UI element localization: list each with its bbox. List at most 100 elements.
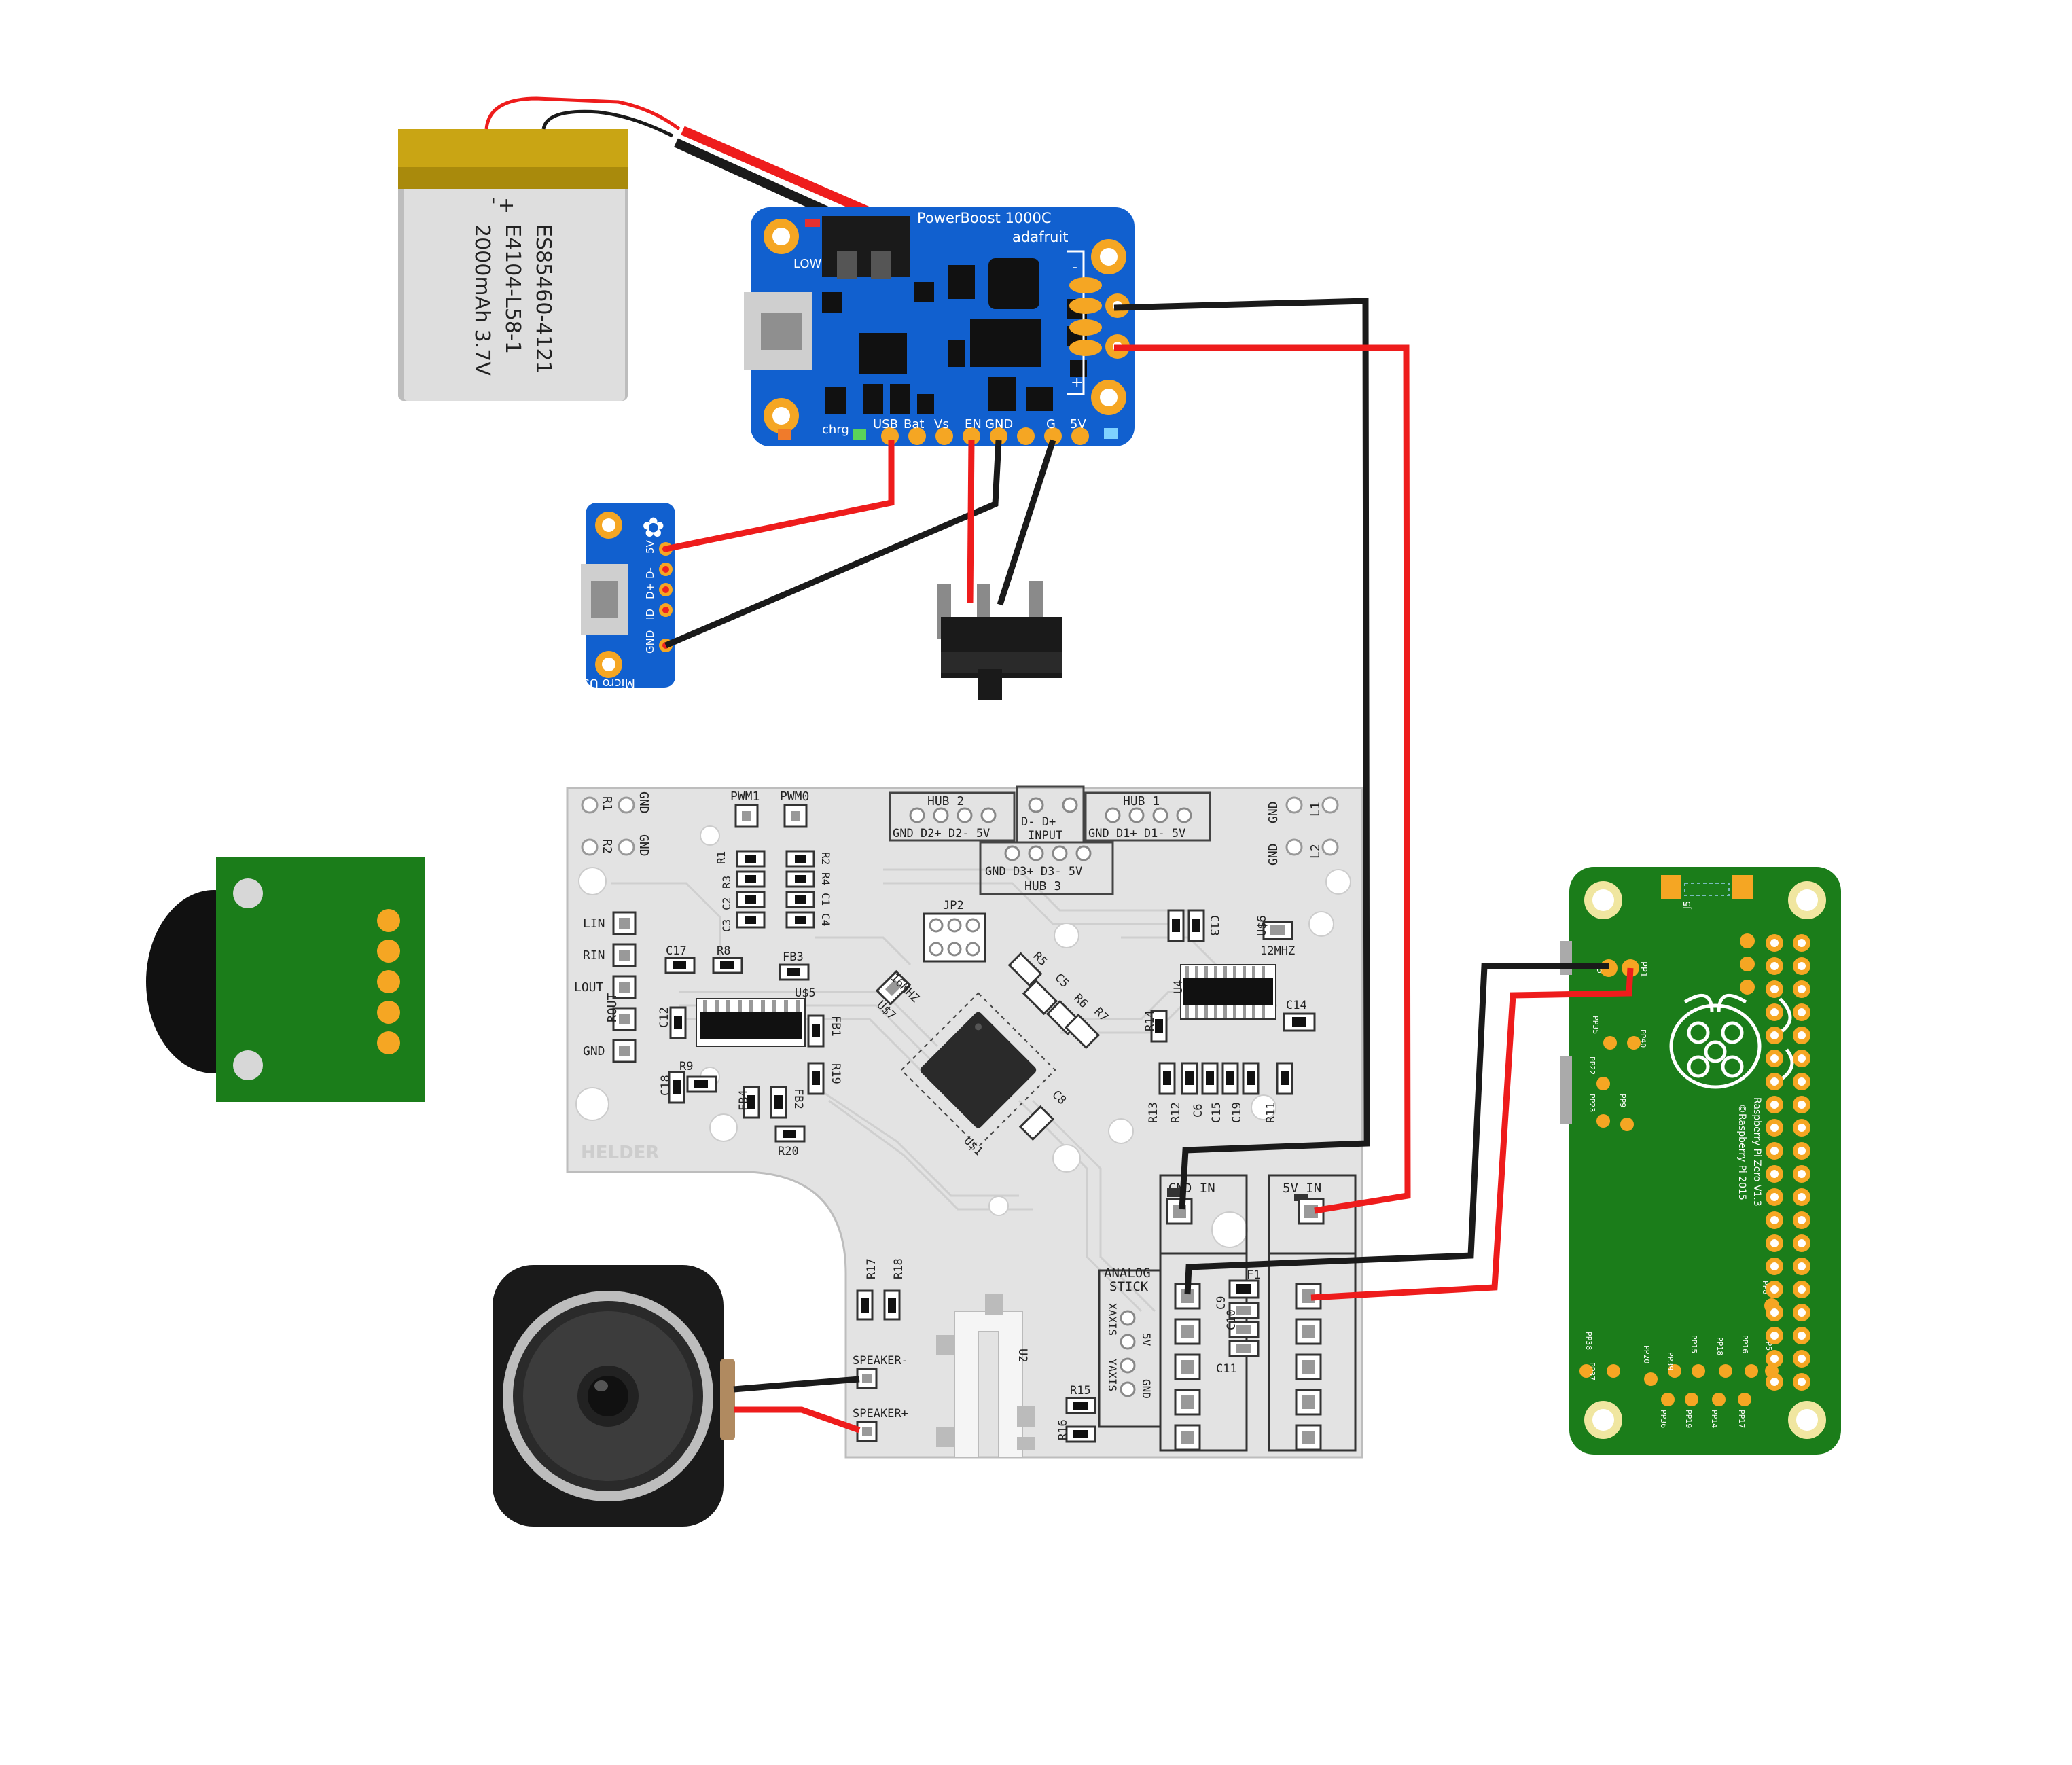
usb-pin-dplus: D+ (644, 583, 656, 599)
main-controller-pcb: R1 GND R2 GND PWM1 PWM0 HUB 2 GND D2+ D2… (566, 785, 1363, 1459)
pi-test-pad (1740, 933, 1755, 948)
gpio-pin-hole (1798, 1170, 1806, 1178)
gpio-pin-hole (1798, 1147, 1806, 1155)
audio-rin: RIN (583, 948, 605, 963)
audio-pads (612, 911, 637, 1063)
joystick-module (146, 857, 425, 1102)
pcb-label-gnd-2: GND (637, 834, 651, 857)
pi-pp35: PP35 (1591, 1016, 1600, 1034)
part-c10: C10 (1225, 1309, 1238, 1330)
pi-pp1: PP1 (1638, 961, 1648, 978)
powerboost-pin-bat: Bat (904, 417, 924, 431)
gpio-pin-hole (1770, 1008, 1779, 1016)
part-12mhz: 12MHZ (1260, 944, 1295, 958)
part-u5: U$5 (795, 986, 816, 1000)
part-fb2: FB2 (791, 1088, 805, 1109)
pcb-c1: C1 (819, 893, 832, 906)
analog-yaxis: YAXIS (1106, 1359, 1119, 1391)
battery-label-1: ES85460-4121 (531, 224, 555, 374)
pi-pp19: PP19 (1684, 1410, 1693, 1428)
pi-pp9: PP9 (1618, 1094, 1627, 1107)
usb-pin-5v: 5V (644, 539, 656, 554)
powerboost-chrg: chrg (822, 423, 849, 437)
gpio-pin-hole (1798, 1355, 1806, 1363)
pcb-c3: C3 (720, 919, 733, 932)
part-r9: R9 (679, 1060, 693, 1073)
gpio-pin-hole (1798, 1216, 1806, 1224)
part-c12: C12 (658, 1007, 671, 1028)
pi-corner-6: 6 (1596, 965, 1602, 976)
battery-minus: - (482, 197, 506, 204)
speaker-wire-black (733, 1376, 860, 1393)
pi-pp14: PP14 (1710, 1410, 1719, 1428)
gpio-pin-hole (1770, 1170, 1779, 1178)
gpio-pin-hole (1770, 1216, 1779, 1224)
part-c6: C6 (1192, 1104, 1205, 1118)
powerboost-title: PowerBoost 1000C (917, 210, 1052, 226)
hub1-title: HUB 1 (1123, 794, 1160, 808)
analog-label-2: STICK (1109, 1279, 1149, 1294)
pcb-c2: C2 (720, 897, 733, 910)
pcb-pwm0: PWM0 (780, 789, 809, 804)
battery-wire-red (681, 126, 892, 226)
powerboost-plus: + (1071, 374, 1083, 391)
wire-pcb-5v-pi (1310, 967, 1634, 1301)
pcb-label-r1: R1 (600, 796, 614, 811)
gpio-pin-hole (1770, 1262, 1779, 1270)
part-u6: U$6 (1255, 915, 1269, 936)
part-r13: R13 (1147, 1102, 1160, 1123)
pcb-right-gnd-2: GND (1266, 843, 1281, 866)
gpio-pin-hole (1798, 1101, 1806, 1109)
pcb-right-l1: L1 (1308, 802, 1323, 817)
gpio-pin-hole (1798, 1308, 1806, 1317)
part-fb4: FB4 (737, 1090, 751, 1111)
gpio-pin-hole (1770, 1332, 1779, 1340)
part-r17: R17 (865, 1258, 878, 1279)
powerboost-pin-row (881, 427, 1089, 445)
speaker-minus-label: SPEAKER- (853, 1354, 908, 1368)
input-title: INPUT (1028, 829, 1062, 842)
mcu-u1 (900, 992, 1056, 1148)
pcb-pwm1: PWM1 (730, 789, 760, 804)
gpio-pin-hole (1798, 939, 1806, 947)
part-r8: R8 (717, 944, 730, 958)
wire-pcb-gnd-pi (1184, 963, 1609, 1295)
pi-test-pad (1740, 957, 1755, 971)
usb-pin-dminus: D- (644, 567, 656, 579)
part-c17: C17 (666, 944, 687, 958)
jumper-jp2 (923, 912, 986, 963)
gpio-pin-hole (1770, 1355, 1779, 1363)
pi-pp16: PP16 (1740, 1335, 1749, 1353)
pi-copyright: ©Raspberry Pi 2015 (1736, 1104, 1747, 1200)
gpio-pin-hole (1798, 1378, 1806, 1386)
hub1-pins: GND D1+ D1- 5V (1088, 827, 1185, 840)
part-c14: C14 (1286, 999, 1307, 1012)
powerboost-pin-usb: USB (873, 417, 898, 431)
gpio-pin-hole (1770, 1077, 1779, 1086)
gpio-pin-hole (1770, 1031, 1779, 1039)
pcb-label-gnd-1: GND (637, 791, 651, 814)
battery-label-3: 2000mAh 3.7V (470, 224, 494, 376)
battery-plus: + (495, 197, 518, 214)
powerboost-brand: adafruit (1012, 229, 1068, 245)
pi-pp37: PP37 (1588, 1362, 1596, 1380)
raspberry-pi-zero: J5 PP1 6 Raspberry Pi Zero V1.3 ©Raspber… (1560, 867, 1841, 1455)
gpio-pin-hole (1798, 1077, 1806, 1086)
pi-pp39: PP39 (1666, 1352, 1675, 1370)
wire-usb-gnd (664, 440, 1002, 649)
gpio-pin-hole (1770, 1378, 1779, 1386)
pcb-5v-in: 5V IN (1283, 1181, 1321, 1196)
gpio-pin-hole (1770, 1101, 1779, 1109)
gpio-pin-hole (1798, 985, 1806, 993)
powerboost-board: - + PowerBoost 1000C adafruit LOW chrg U… (744, 207, 1135, 446)
analog-xaxis: XAXIS (1106, 1303, 1119, 1336)
pi-pp18: PP18 (1715, 1337, 1724, 1355)
pi-test-pad (1740, 980, 1755, 995)
gpio-pin-hole (1798, 1054, 1806, 1063)
analog-5v: 5V (1140, 1333, 1153, 1347)
part-fb1: FB1 (829, 1016, 842, 1037)
speaker (493, 1265, 735, 1527)
part-r19: R19 (829, 1063, 842, 1084)
audio-lin: LIN (583, 916, 605, 931)
pi-gpio-header (1740, 933, 1810, 1391)
